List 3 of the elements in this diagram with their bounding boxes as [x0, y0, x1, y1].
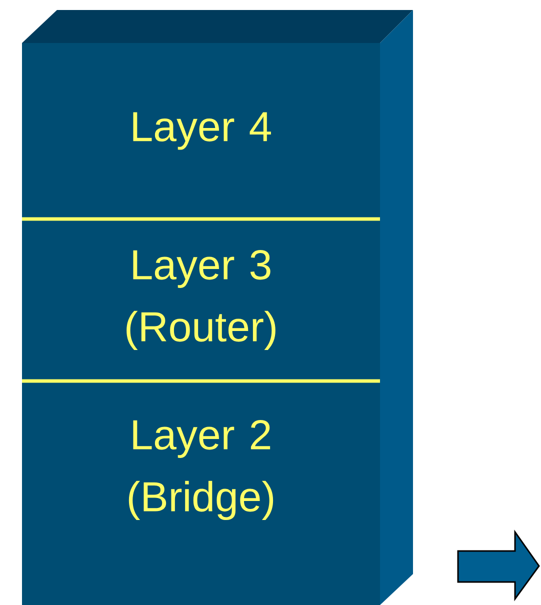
layer-box: Layer 3 (Router) [22, 219, 380, 381]
layer-box: Layer 2 (Bridge) [22, 381, 380, 605]
layer-box: Layer 4 [22, 43, 380, 219]
